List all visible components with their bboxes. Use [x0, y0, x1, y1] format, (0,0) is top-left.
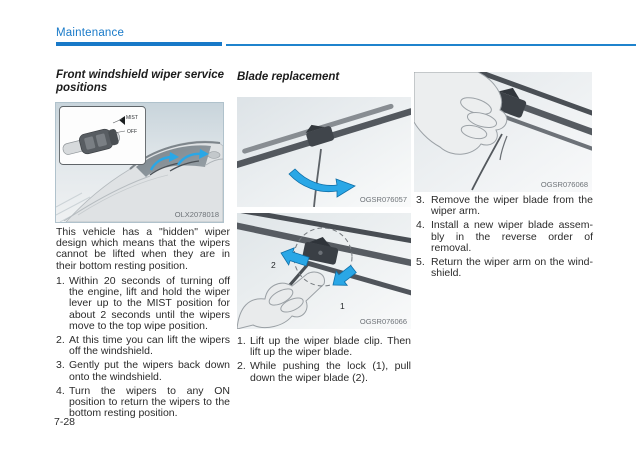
- list-number: 4.: [56, 384, 65, 397]
- arrow-2-icon: [280, 247, 310, 267]
- wiper-blade-remove-illustration: OGSR076068: [414, 72, 592, 192]
- figure-code-ogsr068: OGSR076068: [541, 180, 588, 189]
- wiper-blade-right: [169, 160, 200, 172]
- chapter-underline-bar: [56, 42, 222, 46]
- hand: [414, 72, 508, 155]
- callout-1: 1: [340, 301, 345, 311]
- windshield-glass: [136, 145, 211, 177]
- blade-replacement-steps-list: 1. Lift up the wiper blade clip. Then li…: [237, 335, 411, 387]
- chapter-label: Maintenance: [56, 27, 125, 39]
- list-item: 3. Remove the wiper blade from the wiper…: [416, 194, 593, 218]
- list-text: Turn the wipers to any ON position to re…: [69, 384, 230, 420]
- list-text: Return the wiper arm on the wind-shield.: [431, 256, 593, 280]
- list-item: 1. Within 20 seconds of turning off the …: [56, 275, 230, 332]
- list-item: 2. At this time you can lift the wipers …: [56, 334, 230, 358]
- arrow-heads: [169, 149, 209, 162]
- section-heading-wiper-service-positions: Front windshield wiper service positions: [56, 69, 225, 94]
- list-item: 4. Turn the wipers to any ON position to…: [56, 384, 230, 420]
- list-item: 1. Lift up the wiper blade clip. Then li…: [237, 335, 411, 359]
- mist-label: MIST: [126, 115, 138, 121]
- list-number: 3.: [416, 194, 425, 206]
- list-number: 4.: [416, 219, 425, 232]
- wiper-blade-lift-illustration: OGSR076057: [237, 97, 411, 207]
- list-text: Gently put the wipers back down onto the…: [69, 359, 230, 383]
- wiper-arm-wire: [471, 133, 503, 191]
- section-heading-blade-replacement: Blade replacement: [237, 71, 340, 83]
- list-number: 1.: [237, 335, 246, 347]
- list-number: 1.: [56, 275, 65, 287]
- blade-connector-lock: [302, 236, 339, 265]
- mist-position-wedge: [119, 116, 125, 125]
- hidden-wiper-paragraph: This vehicle has a "hidden" wiper design…: [56, 226, 230, 272]
- list-text: Install a new wiper blade assem-bly in t…: [431, 219, 593, 254]
- list-text: Within 20 seconds of turning off the eng…: [69, 275, 230, 332]
- list-number: 2.: [237, 360, 246, 373]
- wiper-blade-lock-illustration: 2 1 OGSR076066: [237, 213, 411, 329]
- list-text: Lift up the wiper blade clip. Then lift …: [250, 335, 411, 359]
- list-item: 3. Gently put the wipers back down onto …: [56, 359, 230, 383]
- car-body: [63, 140, 223, 222]
- list-item: 5. Return the wiper arm on the wind-shie…: [416, 256, 593, 280]
- figure-blade-lift: OGSR076057: [237, 97, 411, 207]
- blade-connector: [306, 126, 335, 147]
- figure-wiper-service-positions: MIST OFF OLX2078018: [55, 102, 224, 223]
- figure-code-olx: OLX2078018: [175, 210, 219, 219]
- figure-blade-lock: 2 1 OGSR076066: [237, 213, 411, 329]
- figure-code-ogsr066: OGSR076066: [360, 317, 407, 326]
- car-windshield-illustration: MIST OFF OLX2078018: [56, 103, 223, 222]
- list-number: 3.: [56, 359, 65, 372]
- callout-2: 2: [271, 260, 276, 270]
- blade-remove-steps-list: 3. Remove the wiper blade from the wiper…: [416, 194, 593, 282]
- curved-arrow-icon: [288, 168, 356, 198]
- list-text: At this time you can lift the wipers off…: [69, 334, 230, 358]
- wiper-stalk-inset: MIST OFF: [59, 106, 146, 165]
- focus-dashed-circle: [293, 227, 353, 287]
- side-mirror: [207, 151, 221, 159]
- list-text: While pushing the lock (1), pull down th…: [250, 360, 411, 384]
- wiper-blade-assembly: [237, 103, 411, 169]
- header-rule-line: [226, 44, 636, 46]
- figure-blade-remove: OGSR076068: [414, 72, 592, 192]
- list-item: 2. While pushing the lock (1), pull down…: [237, 360, 411, 384]
- list-number: 2.: [56, 334, 65, 347]
- off-label: OFF: [127, 129, 137, 135]
- list-item: 4. Install a new wiper blade assem-bly i…: [416, 220, 593, 254]
- wiper-arm-wire-2: [499, 135, 508, 161]
- list-text: Remove the wiper blade from the wiper ar…: [431, 194, 593, 218]
- wiper-service-steps-list: 1. Within 20 seconds of turning off the …: [56, 275, 230, 422]
- wiper-stalk-lever: [62, 128, 121, 155]
- hand: [237, 271, 325, 329]
- figure-code-ogsr057: OGSR076057: [360, 195, 407, 204]
- wiper-arm-wire: [313, 148, 322, 207]
- arrow-1-icon: [332, 264, 357, 286]
- wiper-blade-left: [149, 162, 181, 176]
- list-number: 5.: [416, 256, 425, 269]
- page-number: 7-28: [54, 416, 76, 428]
